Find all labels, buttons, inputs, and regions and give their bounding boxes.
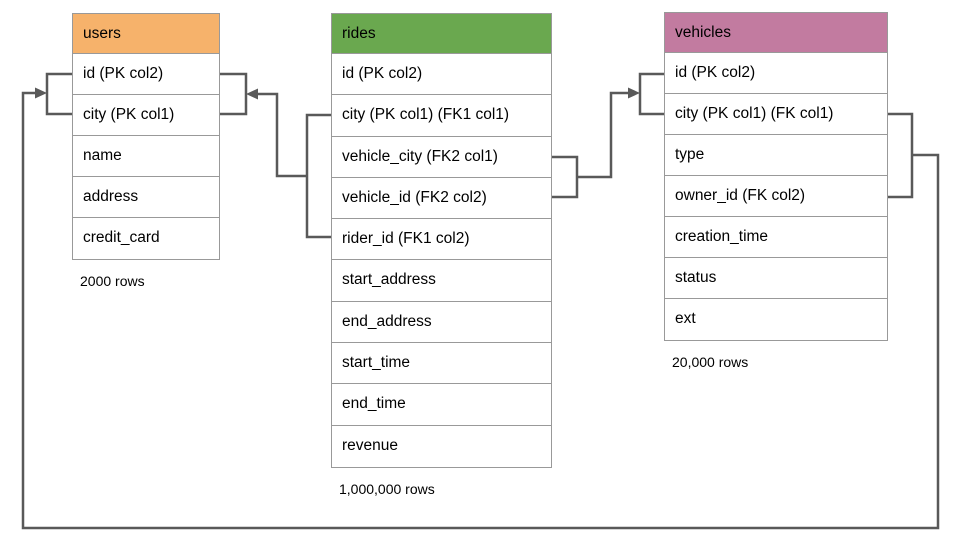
table-row-vehicles: city (PK col1) (FK col1) [665,94,887,135]
arrowhead-to-vehicles-left [628,87,640,99]
fk-connector-rides-vehicles [552,72,664,199]
table-row-rides: vehicle_id (FK2 col2) [332,177,551,220]
table-row-rides: revenue [332,425,551,467]
arrowhead-to-users-left [35,87,47,99]
table-vehicles-header: vehicles [665,13,887,53]
table-rides: rides id (PK col2)city (PK col1) (FK1 co… [331,13,552,497]
fk-connector-rides-users [220,72,331,239]
table-vehicles-rowcount: 20,000 rows [672,354,749,370]
table-row-users: credit_card [73,218,219,259]
table-row-rides: start_time [332,343,551,385]
table-rides-rows: id (PK col2)city (PK col1) (FK1 col1)veh… [332,54,551,467]
table-rides-header: rides [332,14,551,54]
table-rides-rowcount: 1,000,000 rows [339,480,435,497]
table-row-vehicles: ext [665,299,887,340]
table-row-vehicles: status [665,258,887,299]
table-vehicles-rows: id (PK col2)city (PK col1) (FK col1)type… [665,53,887,340]
table-row-rides: rider_id (FK1 col2) [332,219,551,261]
table-row-vehicles: owner_id (FK col2) [665,176,887,217]
table-row-rides: vehicle_city (FK2 col1) [332,136,551,178]
table-row-rides: end_address [332,301,551,344]
table-row-vehicles: type [665,135,887,176]
table-row-vehicles: creation_time [665,217,887,258]
table-users-header: users [73,14,219,54]
table-row-users: city (PK col1) [73,95,219,136]
table-vehicles: vehicles id (PK col2)city (PK col1) (FK … [664,12,888,370]
table-users-rowcount: 2000 rows [80,273,145,289]
fk-connector-vehicles-users [21,72,940,530]
table-row-users: address [73,177,219,218]
table-row-users: name [73,136,219,177]
table-row-rides: city (PK col1) (FK1 col1) [332,95,551,137]
table-row-rides: id (PK col2) [332,54,551,96]
table-row-rides: start_address [332,260,551,302]
table-row-vehicles: id (PK col2) [665,53,887,94]
table-row-rides: end_time [332,384,551,426]
arrowhead-to-users-right [246,88,258,100]
table-row-users: id (PK col2) [73,54,219,95]
